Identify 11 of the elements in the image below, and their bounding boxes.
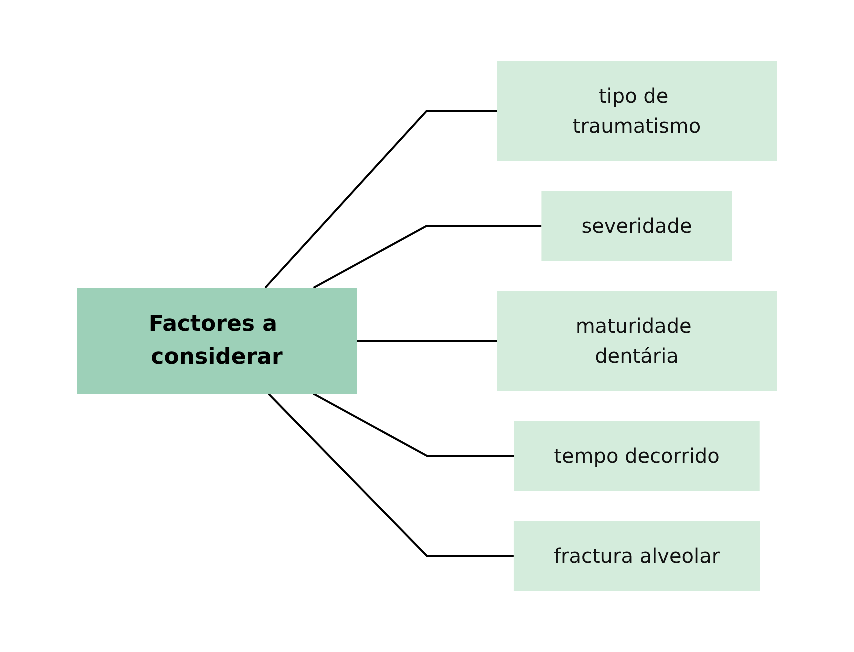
node-box: Factores a considerar <box>77 288 357 394</box>
connector <box>264 110 497 289</box>
node-box: severidade <box>542 191 732 261</box>
connector <box>268 393 514 557</box>
node-box: maturidade dentária <box>497 291 777 391</box>
node-box: tipo de traumatismo <box>497 61 777 161</box>
connector <box>357 340 497 342</box>
connector <box>313 225 542 289</box>
connector <box>313 393 514 457</box>
node-box: fractura alveolar <box>514 521 760 591</box>
node-box: tempo decorrido <box>514 421 760 491</box>
